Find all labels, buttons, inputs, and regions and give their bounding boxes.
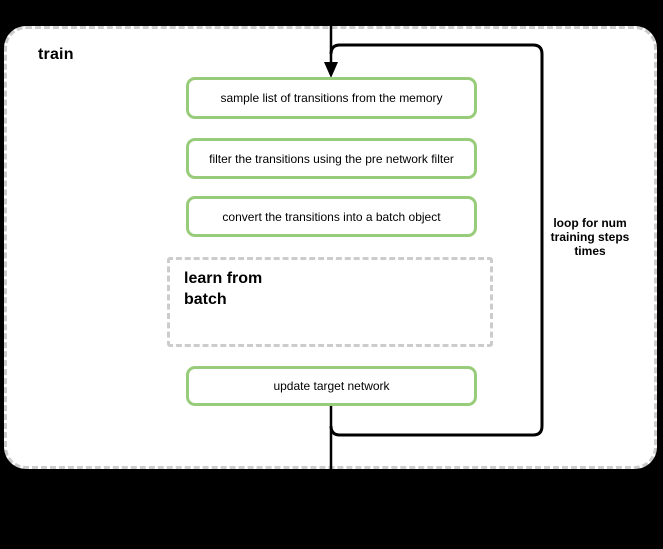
step-label: update target network (273, 379, 390, 393)
loop-annotation: loop for num training steps times (550, 216, 630, 258)
step-label: filter the transitions using the pre net… (209, 151, 454, 166)
step-label: sample list of transitions from the memo… (220, 91, 443, 105)
subprocess-learn-from-batch: learn from batch (167, 257, 493, 347)
step-convert-to-batch: convert the transitions into a batch obj… (186, 196, 477, 237)
step-label: convert the transitions into a batch obj… (222, 209, 441, 224)
subprocess-label: learn from batch (184, 270, 263, 308)
step-filter-transitions: filter the transitions using the pre net… (186, 138, 477, 179)
step-update-target-network: update target network (186, 366, 477, 406)
step-sample-transitions: sample list of transitions from the memo… (186, 77, 477, 119)
container-title: train (38, 46, 74, 63)
